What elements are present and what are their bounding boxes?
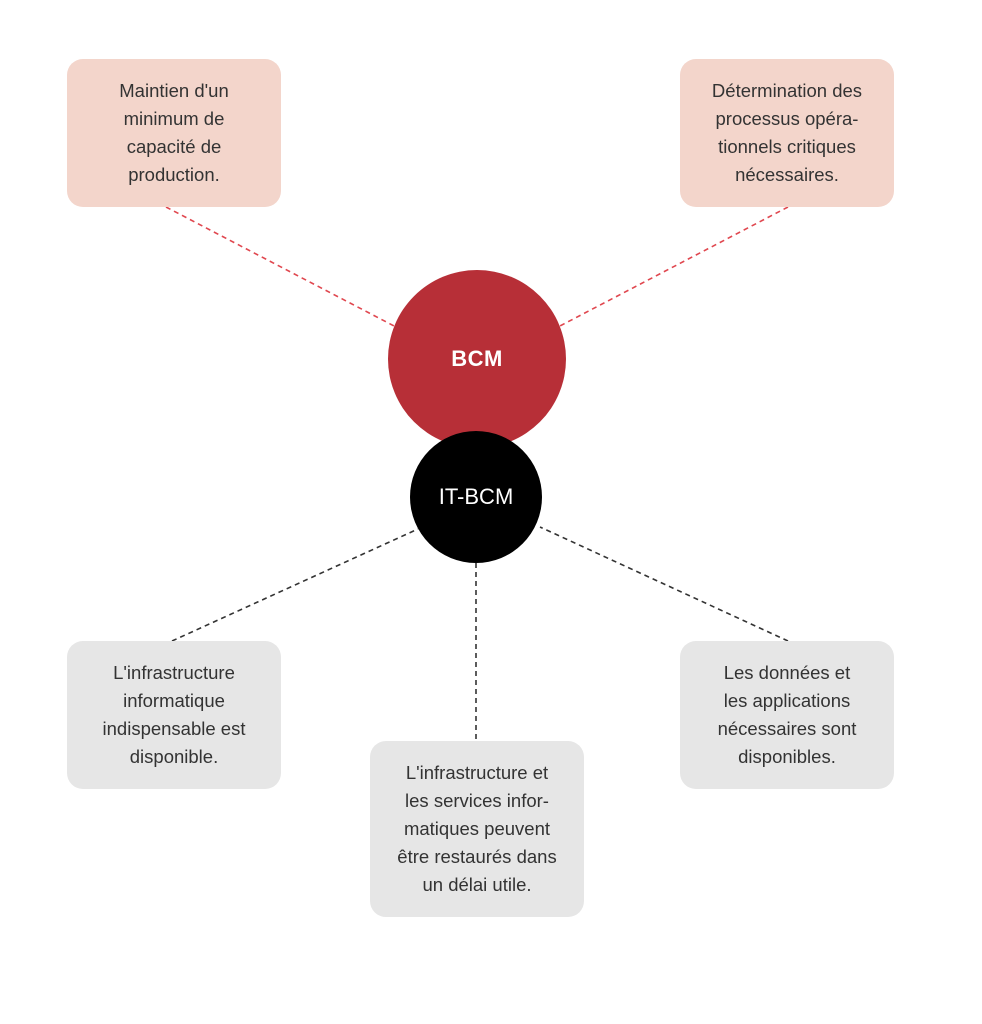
box-text-line: L'infrastructure et	[405, 762, 549, 783]
box-text-line: matiques peuvent	[403, 818, 551, 839]
box-text-line: être restaurés dans	[397, 846, 557, 867]
connector-itbcm-bottom-right	[539, 526, 789, 642]
box-text-line: nécessaires.	[735, 164, 839, 185]
box-text-line: les applications	[723, 690, 851, 711]
bcm-node-label: BCM	[451, 346, 503, 371]
connector-itbcm-bottom-left	[171, 528, 419, 642]
box-text-line: disponible.	[129, 746, 219, 767]
connector-bcm-top-left	[165, 206, 397, 328]
box-text-line: indispensable est	[102, 718, 246, 739]
box-text-line: un délai utile.	[422, 874, 532, 895]
box-text-line: disponibles.	[738, 746, 836, 767]
itbcm-goal-box-restoration: L'infrastructure et les services infor- …	[370, 741, 584, 917]
box-text-line: production.	[128, 164, 220, 185]
itbcm-goal-box-data-applications: Les données et les applications nécessai…	[680, 641, 894, 789]
box-text-line: informatique	[123, 690, 225, 711]
box-text-line: nécessaires sont	[717, 718, 857, 739]
itbcm-node: IT-BCM	[410, 431, 542, 563]
box-text-line: les services infor-	[405, 790, 549, 811]
box-text-line: minimum de	[123, 108, 225, 129]
bcm-goal-box-production-capacity: Maintien d'un minimum de capacité de pro…	[67, 59, 281, 207]
bcm-node: BCM	[388, 270, 566, 448]
box-text-line: capacité de	[126, 136, 222, 157]
box-text-line: Maintien d'un	[119, 80, 229, 101]
connector-bcm-top-right	[557, 206, 789, 328]
bcm-goal-box-critical-processes: Détermination des processus opéra- tionn…	[680, 59, 894, 207]
itbcm-node-label: IT-BCM	[438, 484, 514, 509]
box-text-line: Détermination des	[711, 80, 863, 101]
itbcm-goal-box-infrastructure-available: L'infrastructure informatique indispensa…	[67, 641, 281, 789]
box-text-line: processus opéra-	[715, 108, 859, 129]
box-text-line: L'infrastructure	[113, 662, 235, 683]
box-text-line: tionnels critiques	[718, 136, 856, 157]
box-text-line: Les données et	[723, 662, 851, 683]
